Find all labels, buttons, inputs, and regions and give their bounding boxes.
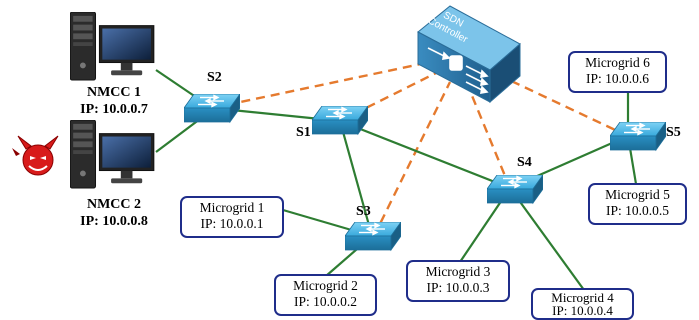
nmcc2-ip: IP: 10.0.0.8 (80, 214, 148, 229)
microgrid-2-name: Microgrid 2 (293, 278, 358, 293)
nmcc2-server-icon (70, 120, 155, 189)
control-link-s2 (211, 58, 441, 110)
microgrid-2-ip: IP: 10.0.0.2 (293, 294, 357, 309)
microgrid-5-name: Microgrid 5 (605, 187, 670, 202)
microgrid-5-ip: IP: 10.0.0.5 (605, 203, 669, 218)
microgrid-3-ip: IP: 10.0.0.3 (426, 280, 490, 295)
control-link-s5 (504, 76, 629, 138)
devil-face-icon (12, 135, 59, 176)
microgrid-3-box: Microgrid 3 IP: 10.0.0.3 (406, 260, 510, 302)
switch-s3-label: S3 (356, 204, 371, 219)
microgrid-3-name: Microgrid 3 (425, 264, 491, 279)
microgrid-4-box: Microgrid 4 IP: 10.0.0.4 (531, 288, 634, 320)
microgrid-2-box: Microgrid 2 IP: 10.0.0.2 (274, 274, 377, 316)
switch-s3-icon (345, 222, 401, 251)
microgrid-6-box: Microgrid 6 IP: 10.0.0.6 (568, 51, 667, 93)
microgrid-6-ip: IP: 10.0.0.6 (585, 71, 649, 86)
nmcc2-name: NMCC 2 (86, 197, 142, 212)
link-s4-mg4 (509, 187, 585, 291)
control-link-s4 (466, 85, 512, 189)
sdn-controller-icon: SDN Controller (417, 5, 521, 104)
microgrid-4-ip: IP: 10.0.0.4 (552, 303, 613, 318)
switch-s5-icon (610, 122, 666, 151)
switch-s2-icon (184, 94, 240, 123)
nmcc1-ip: IP: 10.0.0.7 (80, 102, 148, 117)
microgrid-1-box: Microgrid 1 IP: 10.0.0.1 (180, 196, 284, 238)
nmcc1-server-icon (70, 12, 155, 81)
link-s1-s3 (338, 120, 374, 237)
switch-s4-label: S4 (517, 155, 532, 170)
switch-s4-icon (487, 175, 543, 204)
link-s1-s4 (339, 119, 511, 190)
switch-s5-label: S5 (666, 125, 681, 140)
microgrid-6-name: Microgrid 6 (585, 55, 650, 70)
switch-s2-label: S2 (207, 70, 222, 85)
switch-s1-label: S1 (296, 125, 311, 140)
microgrid-4-name: Microgrid 4 (551, 290, 614, 305)
nmcc1-name: NMCC 1 (86, 85, 142, 100)
microgrid-5-box: Microgrid 5 IP: 10.0.0.5 (588, 183, 687, 225)
switch-s1-icon (312, 106, 368, 135)
control-link-s3 (372, 81, 452, 237)
microgrid-1-ip: IP: 10.0.0.1 (200, 216, 264, 231)
microgrid-1-name: Microgrid 1 (199, 200, 265, 215)
